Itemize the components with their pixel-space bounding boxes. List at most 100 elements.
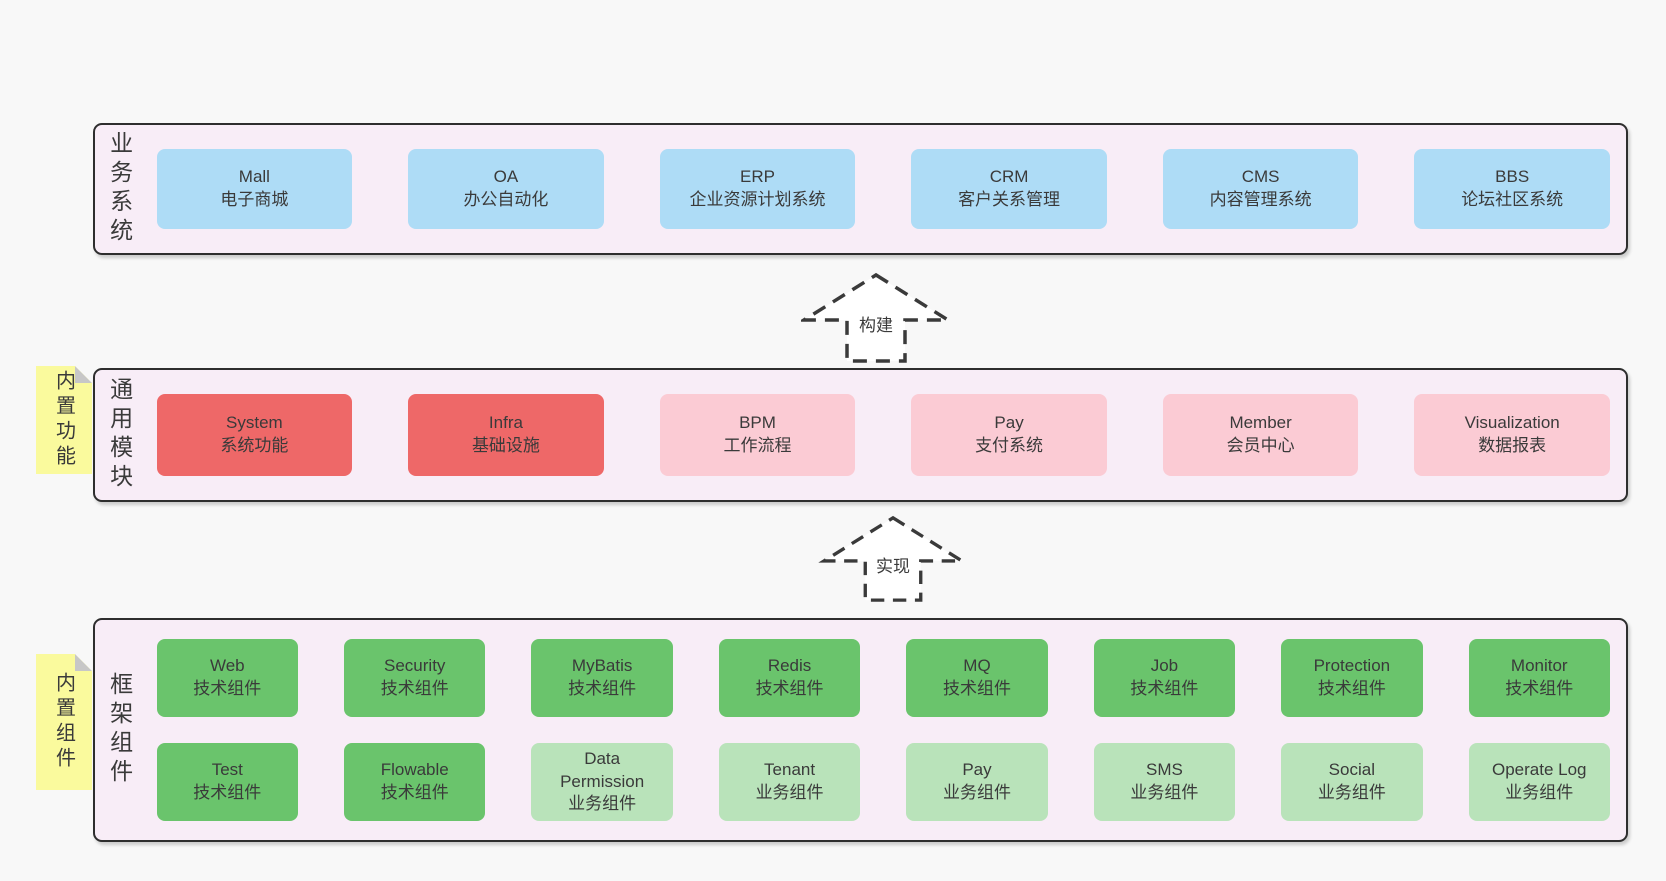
band-common-modules: 通用模块 System 系统功能 Infra 基础设施 BPM 工作流程 Pay…	[93, 368, 1628, 502]
node-desc: 企业资源计划系统	[689, 190, 826, 209]
node-desc: 技术组件	[193, 679, 262, 698]
node-desc: 业务组件	[568, 794, 637, 814]
sticky-note-built-in-functions: 内置功能	[36, 366, 92, 474]
node-desc: 工作流程	[723, 436, 792, 455]
node-web: Web 技术组件	[156, 639, 299, 717]
node-cms: CMS 内容管理系统	[1162, 149, 1359, 229]
node-monitor: Monitor 技术组件	[1468, 639, 1610, 717]
band-rows: Web 技术组件 Security 技术组件 MyBatis 技术组件 Redi…	[156, 639, 1610, 821]
node-desc: 数据报表	[1478, 436, 1547, 455]
node-desc: 技术组件	[755, 679, 824, 698]
node-bbs: BBS 论坛社区系统	[1414, 149, 1610, 229]
node-name: OA	[493, 167, 519, 187]
node-system: System 系统功能	[156, 394, 353, 476]
node-name: Job	[1150, 656, 1179, 676]
node-desc: 技术组件	[380, 783, 449, 802]
node-flowable: Flowable 技术组件	[344, 743, 486, 821]
band-label: 框架组件	[106, 672, 133, 788]
node-desc: 业务组件	[1317, 783, 1386, 802]
node-crm: CRM 客户关系管理	[911, 149, 1107, 229]
band-rows: System 系统功能 Infra 基础设施 BPM 工作流程 Pay 支付系统…	[156, 394, 1610, 476]
node-security: Security 技术组件	[344, 639, 486, 717]
node-desc: 电子商城	[220, 190, 289, 209]
band-label: 业务系统	[106, 131, 133, 247]
node-name: Infra	[488, 413, 523, 433]
node-pay-component: Pay 业务组件	[906, 743, 1048, 821]
band-rows: Mall 电子商城 OA 办公自动化 ERP 企业资源计划系统 CRM 客户关系…	[156, 149, 1610, 229]
node-mall: Mall 电子商城	[156, 149, 353, 229]
node-name: Operate Log	[1492, 760, 1587, 780]
node-name: CRM	[989, 167, 1029, 187]
band-business-systems: 业务系统 Mall 电子商城 OA 办公自动化 ERP 企业资源计划系统 CRM…	[93, 123, 1628, 255]
node-name: Social	[1328, 760, 1375, 780]
node-oa: OA 办公自动化	[408, 149, 604, 229]
band-framework-components: 框架组件 Web 技术组件 Security 技术组件 MyBatis 技术组件…	[93, 618, 1628, 842]
node-name: Test	[211, 760, 243, 780]
node-desc: 技术组件	[193, 783, 262, 802]
node-name: BPM	[739, 413, 776, 433]
node-name: CMS	[1241, 167, 1280, 187]
node-protection: Protection 技术组件	[1281, 639, 1423, 717]
band-row: System 系统功能 Infra 基础设施 BPM 工作流程 Pay 支付系统…	[156, 394, 1610, 476]
node-name: Protection	[1313, 656, 1391, 676]
node-name: Monitor	[1510, 656, 1568, 676]
node-desc: 技术组件	[1505, 679, 1574, 698]
node-name: Flowable	[380, 760, 449, 780]
node-sms: SMS 业务组件	[1093, 743, 1236, 821]
node-bpm: BPM 工作流程	[659, 394, 856, 476]
node-desc: 会员中心	[1226, 436, 1295, 455]
node-desc: 业务组件	[1130, 783, 1199, 802]
node-name: Security	[384, 656, 446, 676]
node-desc: 业务组件	[755, 783, 824, 802]
node-name: Redis	[767, 656, 812, 676]
node-desc: 业务组件	[1505, 783, 1574, 802]
node-name: Tenant	[764, 760, 816, 780]
node-visualization: Visualization 数据报表	[1414, 394, 1610, 476]
node-name: MQ	[963, 656, 991, 676]
arrow-build: 构建	[801, 272, 951, 364]
node-desc: 系统功能	[220, 436, 289, 455]
node-name: Member	[1229, 413, 1292, 433]
node-desc: 论坛社区系统	[1461, 190, 1564, 209]
node-desc: 技术组件	[942, 679, 1011, 698]
node-test: Test 技术组件	[156, 743, 299, 821]
node-name: Mall	[238, 167, 270, 187]
arrow-implement-label: 实现	[873, 551, 913, 577]
node-name: System	[226, 413, 283, 433]
node-mq: MQ 技术组件	[906, 639, 1048, 717]
node-desc: 内容管理系统	[1209, 190, 1312, 209]
node-member: Member 会员中心	[1162, 394, 1359, 476]
node-pay-system: Pay 支付系统	[911, 394, 1107, 476]
node-job: Job 技术组件	[1093, 639, 1236, 717]
sticky-note-label: 内置组件	[52, 672, 75, 772]
node-desc: 支付系统	[975, 436, 1044, 455]
node-name: Visualization	[1464, 413, 1560, 433]
node-name: ERP	[740, 167, 775, 187]
node-mybatis: MyBatis 技术组件	[531, 639, 673, 717]
node-name: Web	[209, 656, 245, 676]
node-social: Social 业务组件	[1281, 743, 1423, 821]
sticky-note-label: 内置功能	[52, 370, 75, 470]
node-desc: 客户关系管理	[958, 190, 1061, 209]
band-row: Test 技术组件 Flowable 技术组件 Data Permission …	[156, 743, 1610, 821]
band-row: Mall 电子商城 OA 办公自动化 ERP 企业资源计划系统 CRM 客户关系…	[156, 149, 1610, 229]
band-row: Web 技术组件 Security 技术组件 MyBatis 技术组件 Redi…	[156, 639, 1610, 717]
node-desc: 业务组件	[942, 783, 1011, 802]
node-desc: 技术组件	[380, 679, 449, 698]
node-name: Pay	[962, 760, 992, 780]
node-desc: 技术组件	[568, 679, 637, 698]
node-tenant: Tenant 业务组件	[718, 743, 861, 821]
node-erp: ERP 企业资源计划系统	[659, 149, 856, 229]
node-desc: 办公自动化	[463, 190, 549, 209]
node-operate-log: Operate Log 业务组件	[1468, 743, 1610, 821]
node-name: MyBatis	[571, 656, 633, 676]
node-desc: 技术组件	[1130, 679, 1199, 698]
arrow-implement: 实现	[818, 515, 968, 603]
node-redis: Redis 技术组件	[718, 639, 861, 717]
node-name: SMS	[1145, 760, 1183, 780]
node-desc: 技术组件	[1317, 679, 1386, 698]
band-label: 通用模块	[106, 377, 133, 493]
node-name: Data Permission	[560, 748, 645, 791]
node-infra: Infra 基础设施	[408, 394, 604, 476]
